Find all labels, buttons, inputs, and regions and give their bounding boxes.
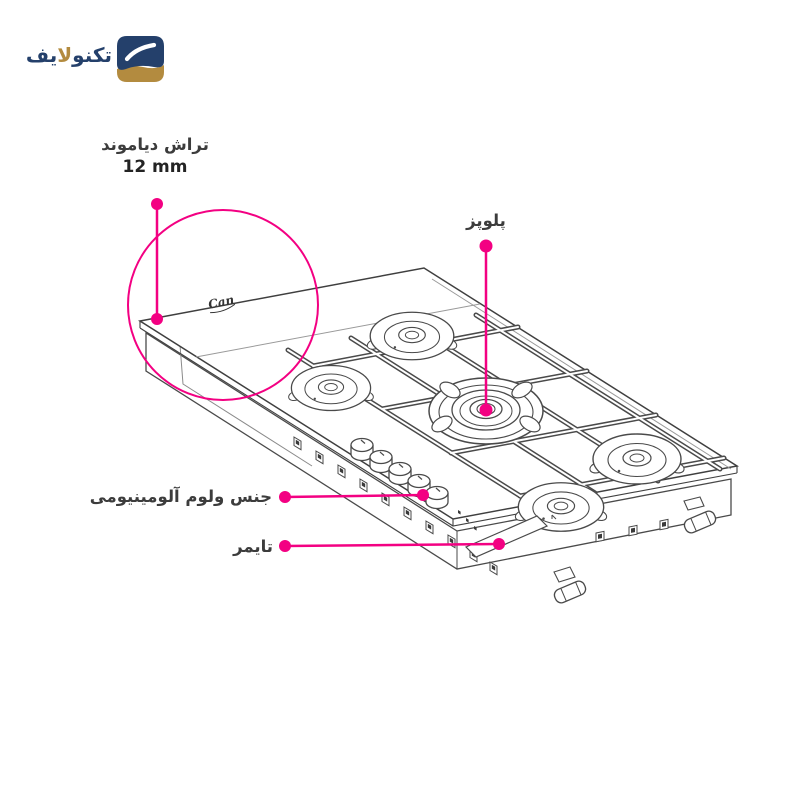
hob-feet [551,496,719,606]
diamond-cut-dot-bottom [151,313,163,325]
diamond-cut-value: 12 mm [122,157,188,177]
technolife-logo-icon [117,36,164,82]
timer-dot-right [493,538,505,550]
wok-burner-text: پلوپز [466,211,506,230]
technolife-logo: تکنولایف [26,34,168,86]
wordmark-part: یف [25,43,58,67]
knob-material-dot-right [417,489,429,501]
wordmark-part-gold: لا [57,43,73,67]
wok-burner-dot-bottom [479,403,493,417]
knob-material-dot-left [279,491,291,503]
wok-burner-dot-top [479,239,493,253]
knob-material-text: جنس ولوم آلومینیومی [89,487,272,506]
svg-text:Can: Can [207,293,235,312]
diamond-cut-text: تراش دیاموند [101,135,209,154]
timer-leader-line [284,542,500,548]
timer-dot-left [279,540,291,552]
timer-label: تایمر [130,535,273,558]
diamond-cut-highlight-circle [127,209,319,401]
wok-burner-label: پلوپز [436,209,536,232]
technolife-wordmark: تکنولایف [26,43,112,67]
knob-material-leader-line [284,493,424,499]
timer-panel [458,510,557,558]
can-brand-mark: Can [207,293,235,314]
timer-text: تایمر [233,537,273,556]
wordmark-part: تکنو [72,43,112,67]
diamond-cut-dot-top [151,198,163,210]
diamond-cut-label: تراش دیاموند 12 mm [85,133,225,179]
knob-material-label: جنس ولوم آلومینیومی [90,485,272,508]
